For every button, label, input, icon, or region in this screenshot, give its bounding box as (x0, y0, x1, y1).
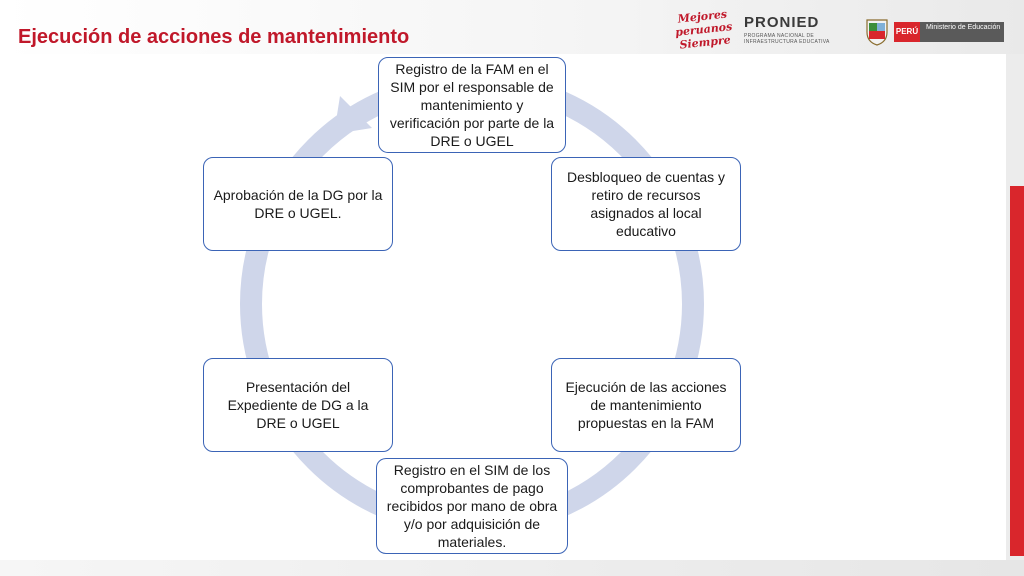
header-band (0, 0, 1024, 54)
ministerio-label: Ministerio de Educación (920, 22, 1004, 42)
footer-band (0, 560, 1024, 576)
cycle-step-4-text: Registro en el SIM de los comprobantes d… (386, 462, 558, 550)
cycle-step-5: Presentación del Expediente de DG a la D… (203, 358, 393, 452)
cycle-step-4: Registro en el SIM de los comprobantes d… (376, 458, 568, 554)
peru-label: PERÚ (894, 22, 920, 42)
cycle-step-3: Ejecución de las acciones de mantenimien… (551, 358, 741, 452)
pronied-subtitle: PROGRAMA NACIONAL DE INFRAESTRUCTURA EDU… (744, 33, 830, 45)
cycle-step-3-text: Ejecución de las acciones de mantenimien… (565, 379, 727, 431)
cycle-step-2-text: Desbloqueo de cuentas y retiro de recurs… (567, 169, 725, 239)
pronied-name: PRONIED (744, 14, 820, 31)
cycle-step-6-text: Aprobación de la DG por la DRE o UGEL. (213, 187, 383, 221)
cycle-step-1: Registro de la FAM en el SIM por el resp… (378, 57, 566, 153)
red-side-tab (1010, 186, 1024, 556)
header-logos: Mejores peruanos Siempre PRONIED PROGRAM… (668, 8, 1008, 52)
pronied-logo: PRONIED PROGRAMA NACIONAL DE INFRAESTRUC… (744, 14, 850, 50)
cycle-step-6: Aprobación de la DG por la DRE o UGEL. (203, 157, 393, 251)
cycle-step-2: Desbloqueo de cuentas y retiro de recurs… (551, 157, 741, 251)
cycle-arrowhead-icon (334, 96, 372, 134)
cycle-step-1-text: Registro de la FAM en el SIM por el resp… (389, 61, 555, 149)
slide-title: Ejecución de acciones de mantenimiento (18, 26, 410, 48)
cycle-step-5-text: Presentación del Expediente de DG a la D… (227, 379, 369, 431)
coat-of-arms-icon (866, 19, 888, 46)
